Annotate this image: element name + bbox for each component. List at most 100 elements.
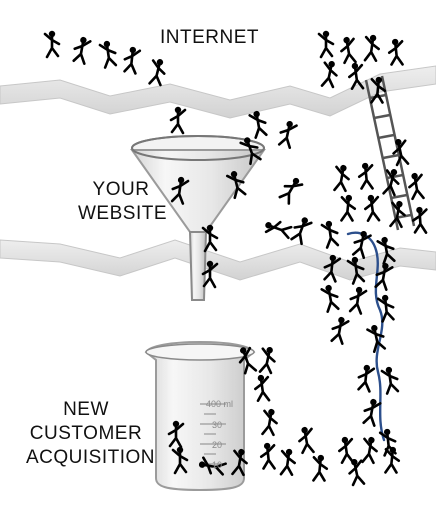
stick-figure-body (202, 456, 227, 476)
stick-figure-head (382, 262, 389, 270)
stick-figure-head (381, 236, 388, 244)
stick-figure-icon (277, 120, 298, 150)
stick-figure-icon (170, 176, 190, 205)
stick-figure-body (231, 449, 248, 477)
stick-figure-icon (384, 446, 401, 474)
stick-figure-icon (376, 236, 396, 265)
stick-figure-icon (364, 194, 381, 222)
stick-figure-icon (351, 230, 372, 260)
stick-figure-icon (317, 30, 335, 59)
stick-figure-body (333, 165, 350, 193)
stick-figure-icon (98, 40, 118, 69)
stick-figure-body (387, 40, 404, 66)
stick-figure-icon (366, 324, 387, 354)
stick-figure-head (411, 172, 418, 180)
stick-figure-icon (238, 346, 258, 375)
stick-figure-head (375, 76, 383, 84)
stick-figure-body (264, 220, 293, 240)
stick-figure-icon (201, 224, 219, 253)
stick-figure-body (366, 328, 387, 354)
stick-figure-body (376, 240, 396, 265)
glass-funnel-icon (130, 135, 266, 301)
stick-figure-body (123, 49, 142, 75)
stick-figure-icon (123, 46, 142, 75)
stick-figure-body (392, 139, 410, 167)
stick-figure-icon (411, 206, 428, 234)
stick-figure-body (361, 437, 378, 465)
stick-figure-head (177, 176, 185, 184)
stick-figure-head (367, 194, 375, 202)
stick-figure-head (301, 426, 308, 434)
stick-figure-icon (248, 110, 268, 139)
stick-figure-icon (387, 38, 404, 66)
rope-icon (346, 231, 386, 442)
stick-figure-body (248, 114, 268, 139)
stick-figure-head (390, 169, 398, 176)
stick-figure-head (238, 448, 245, 456)
stick-figure-icon (370, 76, 387, 104)
stick-figure-body (72, 40, 92, 65)
stick-figure-body (278, 182, 304, 205)
stick-figure-body (340, 196, 357, 222)
stick-figure-body (98, 43, 118, 69)
stick-figure-head (244, 137, 251, 144)
stick-figure-icon (148, 59, 166, 87)
stick-figure-icon (72, 36, 92, 65)
stick-figure-head (383, 428, 391, 436)
stick-figure-head (322, 30, 330, 38)
stick-figure-icon (363, 34, 380, 62)
stick-figure-icon (279, 448, 296, 476)
stick-figure-icon (298, 426, 315, 455)
stick-figure-icon (389, 200, 406, 229)
stick-figure-icon (320, 60, 338, 89)
stick-figure-icon (171, 446, 189, 475)
stick-figure-icon (378, 428, 397, 457)
stick-figure-body (171, 448, 189, 475)
stick-figure-head (416, 206, 423, 214)
your-website-label: YOUR WEBSITE (78, 178, 168, 226)
stick-figure-head (257, 374, 265, 382)
stick-figure-body (43, 32, 61, 59)
stick-figure-icon (361, 436, 378, 465)
stick-figure-icon (198, 456, 227, 476)
stick-figure-body (357, 164, 374, 190)
stick-figure-body (254, 375, 271, 402)
stick-figure-head (266, 346, 273, 354)
stick-figure-body (411, 208, 428, 234)
stick-figure-head (240, 347, 247, 354)
stick-figure-body (338, 437, 355, 464)
stick-figure-icon (320, 284, 340, 313)
stick-figure-head (343, 36, 350, 44)
stick-figure-head (340, 164, 347, 172)
stick-figure-head (325, 220, 333, 228)
stick-figure-head (325, 284, 332, 292)
stick-figure-icon (392, 138, 410, 167)
stick-figure-icon (312, 454, 329, 482)
stick-figure-body (238, 346, 258, 375)
stick-figure-head (360, 230, 367, 238)
your-website-label-line2: WEBSITE (78, 203, 168, 224)
stick-figure-body (408, 173, 425, 201)
stick-figure-icon (259, 442, 276, 470)
stick-figure-head (355, 286, 363, 294)
stick-figure-body (346, 259, 366, 285)
stick-figure-body (384, 448, 401, 474)
stick-figure-body (370, 78, 387, 104)
stick-figure-icon (348, 286, 368, 315)
stick-figure-head (351, 458, 358, 466)
stick-figure-head (391, 38, 399, 46)
stick-figure-body (363, 35, 380, 62)
stick-figure-icon (169, 106, 187, 135)
stick-figure-body (259, 444, 276, 470)
stick-figure-icon (357, 364, 376, 393)
stick-figure-icon (261, 408, 278, 437)
stick-figure-body (201, 226, 219, 253)
stick-figure-body (320, 61, 338, 89)
stick-figure-head (328, 60, 335, 68)
stick-figure-icon (290, 217, 313, 246)
stick-figure-icon (340, 194, 357, 222)
stick-figure-body (317, 32, 335, 59)
stick-figure-body (364, 195, 381, 222)
stick-figure-head (369, 34, 377, 42)
